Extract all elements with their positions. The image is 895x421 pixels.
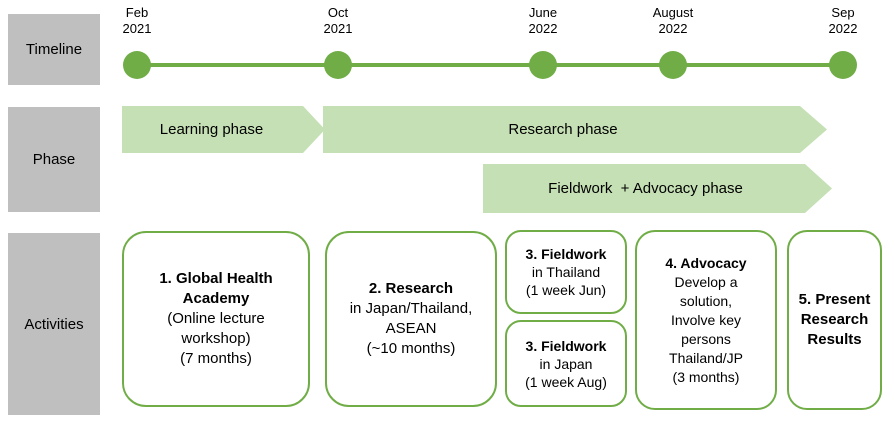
milestone-year: 2022 [528, 21, 558, 36]
milestone-month: August [652, 5, 694, 20]
phase-arrow-learning: Learning phase [122, 106, 325, 153]
activity-box-fieldwork-thailand: 3. Fieldwork in Thailand (1 week Jun) [505, 230, 627, 314]
milestone-month: Sep [831, 5, 855, 20]
milestone-date: August 2022 [623, 5, 723, 37]
activity-line: in Thailand [531, 264, 601, 280]
row-label-activities: Activities [8, 233, 100, 415]
row-label-activities-text: Activities [24, 315, 84, 333]
phase-arrow-label: Research phase [508, 121, 618, 138]
activity-line: Develop a solution, [674, 273, 738, 309]
activity-box-present-results: 5. Present Research Results [787, 230, 882, 410]
timeline-milestone: Oct 2021 [288, 5, 388, 37]
timeline-milestone: Feb 2021 [87, 5, 187, 37]
timeline-dot-icon [123, 51, 151, 79]
milestone-date: June 2022 [493, 5, 593, 37]
activity-title: 2. Research [368, 280, 454, 297]
timeline-dot-icon [324, 51, 352, 79]
milestone-month: Feb [125, 5, 149, 20]
phase-arrow-fieldwork-advocacy: Fieldwork + Advocacy phase [483, 164, 832, 213]
activity-line: ASEAN [385, 320, 437, 337]
timeline-connector-line [137, 63, 843, 67]
milestone-date: Oct 2021 [288, 5, 388, 37]
activity-line: (1 week Aug) [525, 373, 607, 390]
milestone-year: 2022 [828, 21, 858, 36]
activity-line: (3 months) [672, 368, 740, 385]
timeline-milestone: August 2022 [623, 5, 723, 37]
row-label-phase: Phase [8, 107, 100, 212]
row-label-timeline: Timeline [8, 14, 100, 85]
timeline-dot-icon [529, 51, 557, 79]
milestone-year: 2021 [122, 21, 152, 36]
activity-box-fieldwork-japan: 3. Fieldwork in Japan (1 week Aug) [505, 320, 627, 407]
activity-line: (Online lecture workshop) [167, 310, 265, 347]
activity-box-global-health-academy: 1. Global Health Academy (Online lecture… [122, 231, 310, 407]
timeline-milestone: Sep 2022 [793, 5, 893, 37]
activity-line: (7 months) [180, 350, 252, 367]
timeline-dot-icon [659, 51, 687, 79]
activity-line: in Japan/Thailand, [349, 300, 473, 317]
activity-box-research: 2. Research in Japan/Thailand, ASEAN (~1… [325, 231, 497, 407]
milestone-year: 2021 [323, 21, 353, 36]
timeline-dot-icon [829, 51, 857, 79]
activity-title: 3. Fieldwork [525, 246, 607, 262]
activity-title: 5. Present Research Results [798, 291, 871, 348]
phase-arrow-label: Learning phase [159, 121, 264, 138]
activity-line: (1 week Jun) [525, 282, 607, 298]
phase-arrow-research: Research phase [323, 106, 827, 153]
activity-title: 4. Advocacy [665, 254, 747, 271]
row-label-timeline-text: Timeline [25, 41, 83, 58]
milestone-month: June [528, 5, 558, 20]
activity-line: Thailand/JP [669, 349, 743, 366]
activity-line: (~10 months) [366, 340, 456, 357]
milestone-month: Oct [327, 5, 349, 20]
activity-box-advocacy: 4. Advocacy Develop a solution, Involve … [635, 230, 777, 410]
activity-line: in Japan [539, 355, 593, 372]
milestone-year: 2022 [658, 21, 688, 36]
milestone-date: Feb 2021 [87, 5, 187, 37]
phase-arrow-label: Fieldwork + Advocacy phase [548, 180, 743, 197]
row-label-phase-text: Phase [32, 151, 76, 168]
activity-title: 3. Fieldwork [525, 337, 607, 354]
activity-line: Involve key persons [670, 311, 742, 347]
milestone-date: Sep 2022 [793, 5, 893, 37]
timeline-milestone: June 2022 [493, 5, 593, 37]
activity-title: 1. Global Health Academy [159, 270, 273, 307]
